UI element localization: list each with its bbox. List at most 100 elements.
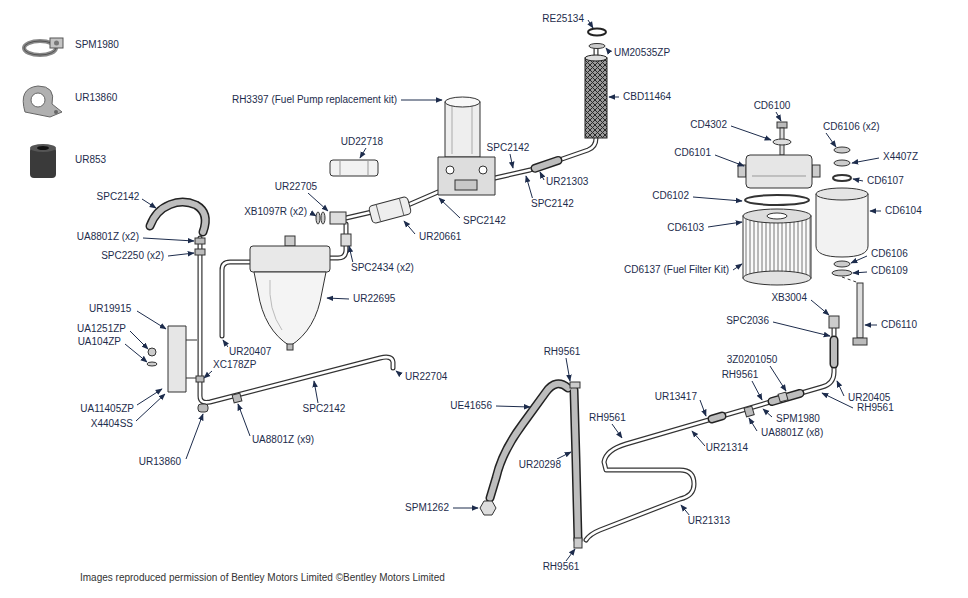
- leader-arrow: [168, 253, 194, 256]
- illustration-part: [834, 160, 850, 166]
- illustration-part: [287, 344, 293, 350]
- part-number: UR13860: [138, 456, 182, 468]
- leader-arrow: [557, 452, 571, 459]
- part-number: UR13860: [74, 92, 118, 104]
- part-number: CD6101: [673, 147, 712, 159]
- leader-arrow: [715, 155, 744, 166]
- part-number: UA8801Z (x2): [76, 231, 140, 243]
- leader-arrow: [588, 20, 593, 28]
- illustration-part: [316, 212, 320, 224]
- part-number: UR19915: [88, 303, 132, 315]
- leader-arrow: [770, 366, 786, 391]
- illustration-part: [812, 165, 820, 177]
- part-number: SPC2434 (x2): [350, 262, 415, 274]
- illustration-part: [745, 195, 809, 205]
- illustration-part: [570, 382, 580, 388]
- part-number: CD6106: [870, 248, 909, 260]
- part-number: SPM1262: [404, 502, 450, 514]
- leader-arrow: [496, 406, 530, 407]
- leader-arrow: [853, 272, 867, 273]
- illustration-part: [743, 209, 811, 223]
- illustration-part: [480, 501, 496, 515]
- illustration-part: [270, 280, 282, 330]
- illustration-part: [368, 196, 411, 224]
- leader-arrow: [526, 176, 533, 200]
- leader-arrow: [204, 371, 212, 378]
- part-number: CD6104: [884, 205, 923, 217]
- leader-arrow: [510, 154, 513, 168]
- illustration-part: [773, 139, 791, 145]
- illustration-part: [50, 38, 63, 48]
- leader-arrow: [308, 193, 328, 211]
- illustration-part: [455, 180, 477, 190]
- leader-arrow: [852, 158, 879, 163]
- illustration-part: [148, 348, 156, 356]
- part-number: RH9561: [543, 346, 582, 358]
- part-number: SPC2142: [302, 403, 347, 415]
- illustration-part: [842, 277, 859, 283]
- leader-arrow: [865, 325, 877, 326]
- union-fittings: [316, 212, 351, 246]
- illustration-part: [196, 376, 204, 382]
- leader-arrow: [349, 246, 353, 263]
- illustration-part: [54, 110, 58, 114]
- leader-arrow: [137, 311, 166, 329]
- illustration-part: [37, 146, 49, 150]
- illustration-part: [588, 29, 606, 36]
- illustration-part: [778, 392, 788, 402]
- illustration-part: [200, 49, 834, 540]
- illustration-part: [23, 86, 62, 117]
- illustration-part: [738, 165, 746, 177]
- leader-arrow: [540, 172, 544, 180]
- illustration-part: [832, 270, 852, 276]
- illustration-part: [147, 362, 157, 366]
- part-number: UE41656: [449, 400, 493, 412]
- part-number: CD4302: [689, 119, 728, 131]
- part-number: SPC2142: [96, 191, 141, 203]
- part-number: UA8801Z (x8): [760, 427, 824, 439]
- illustration-part: [446, 166, 454, 174]
- part-number: CD6102: [651, 190, 690, 202]
- illustration-part: [31, 93, 45, 107]
- part-number: XB1097R (x2): [243, 206, 308, 218]
- part-number: UR21313: [687, 515, 731, 527]
- illustration-part: [254, 272, 326, 346]
- part-number: CD6110: [880, 319, 918, 331]
- part-number: UA8801Z (x9): [251, 434, 315, 446]
- part-number: UM20535ZP: [613, 47, 671, 59]
- part-number: CD6107: [866, 175, 905, 187]
- illustration-part: [30, 144, 56, 152]
- illustration-part: [438, 157, 495, 195]
- leader-arrow: [125, 344, 147, 362]
- leader-arrow: [396, 371, 401, 375]
- part-number: RH9561: [542, 561, 581, 573]
- part-number: UD22718: [340, 136, 384, 148]
- part-number: UA11405ZP: [79, 403, 135, 415]
- part-number: CD6137 (Fuel Filter Kit): [623, 264, 730, 276]
- illustration-part: [200, 49, 834, 540]
- leader-arrow: [311, 213, 316, 216]
- part-number: RH9561: [856, 402, 895, 414]
- left-fuel-filter: [250, 236, 330, 350]
- leader-arrow: [360, 148, 366, 158]
- illustration-part: [833, 175, 851, 181]
- leader-arrow: [137, 389, 162, 405]
- illustration-part: [585, 55, 607, 61]
- part-number: SPC2142: [530, 198, 575, 210]
- illustration-part: [250, 246, 330, 272]
- illustration-part: [816, 188, 868, 200]
- part-number: UR853: [74, 154, 107, 166]
- illustration-part: [321, 212, 325, 224]
- caption-text: Images reproduced permission of Bentley …: [80, 572, 445, 584]
- leader-arrow: [606, 48, 610, 53]
- illustration-part: [376, 198, 404, 222]
- illustration-part: [168, 326, 186, 392]
- illustration-part: [743, 216, 811, 278]
- illustration-part: [232, 393, 242, 403]
- illustration-part: [195, 249, 205, 255]
- leader-arrow: [142, 199, 156, 208]
- illustration-part: [445, 102, 480, 157]
- part-number: RE25134: [541, 13, 585, 25]
- leader-arrow: [143, 238, 194, 241]
